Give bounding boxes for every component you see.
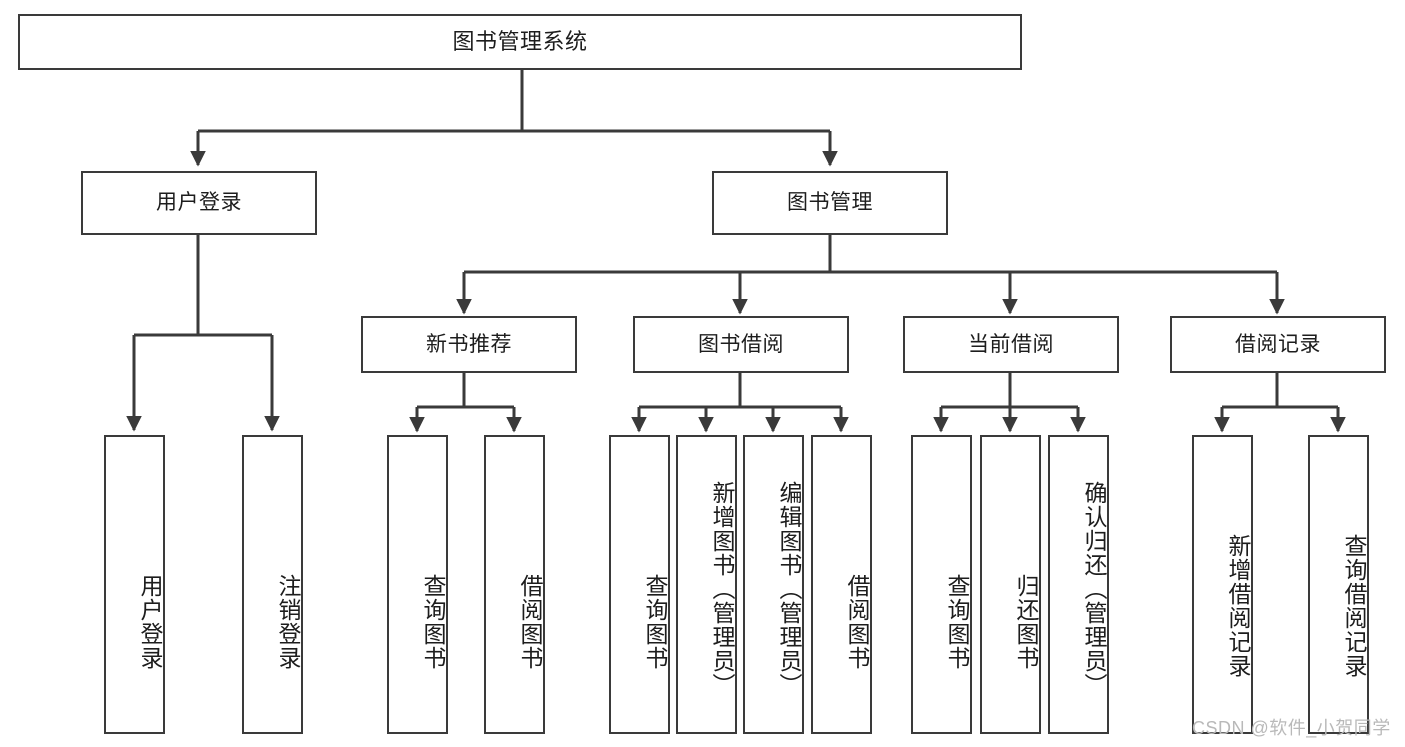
node-label: 新增图书（管理员） — [709, 480, 735, 697]
node-label: 用户登录 — [156, 191, 242, 215]
node-label: 注销登录 — [275, 574, 301, 670]
node-label: 图书管理系统 — [452, 28, 588, 54]
node-label: 查询图书 — [642, 574, 668, 670]
leaf-new-book-borrow-book[interactable]: 借阅图书 — [484, 435, 545, 734]
node-label: 当前借阅 — [968, 332, 1054, 356]
node-current-borrow[interactable]: 当前借阅 — [903, 316, 1119, 373]
node-label: 新书推荐 — [426, 332, 512, 356]
node-label: 编辑图书（管理员） — [776, 480, 802, 697]
node-label: 借阅图书 — [844, 574, 870, 670]
leaf-borrow-record-add-record[interactable]: 新增借阅记录 — [1192, 435, 1253, 734]
node-label: 查询图书 — [944, 574, 970, 670]
leaf-book-borrow-edit-book-admin[interactable]: 编辑图书（管理员） — [743, 435, 804, 734]
leaf-current-borrow-confirm-return-admin[interactable]: 确认归还（管理员） — [1048, 435, 1109, 734]
node-label: 查询图书 — [420, 574, 446, 670]
node-label: 图书借阅 — [698, 332, 784, 356]
node-book-management[interactable]: 图书管理 — [712, 171, 948, 235]
node-new-book-recommend[interactable]: 新书推荐 — [361, 316, 577, 373]
node-label: 用户登录 — [137, 574, 163, 670]
node-label: 归还图书 — [1013, 574, 1039, 670]
watermark-text: CSDN @软件_小贺同学 — [1192, 718, 1391, 738]
node-borrow-record[interactable]: 借阅记录 — [1170, 316, 1386, 373]
leaf-book-borrow-add-book-admin[interactable]: 新增图书（管理员） — [676, 435, 737, 734]
leaf-current-borrow-return-book[interactable]: 归还图书 — [980, 435, 1041, 734]
node-label: 确认归还（管理员） — [1081, 480, 1107, 697]
leaf-book-borrow-query-book[interactable]: 查询图书 — [609, 435, 670, 734]
leaf-new-book-query-book[interactable]: 查询图书 — [387, 435, 448, 734]
leaf-user-login-login[interactable]: 用户登录 — [104, 435, 165, 734]
node-book-borrow[interactable]: 图书借阅 — [633, 316, 849, 373]
leaf-current-borrow-query-book[interactable]: 查询图书 — [911, 435, 972, 734]
node-root-book-management-system[interactable]: 图书管理系统 — [18, 14, 1022, 70]
node-label: 新增借阅记录 — [1225, 533, 1251, 678]
node-label: 查询借阅记录 — [1341, 533, 1367, 678]
leaf-user-login-logout[interactable]: 注销登录 — [242, 435, 303, 734]
node-user-login[interactable]: 用户登录 — [81, 171, 317, 235]
node-label: 图书管理 — [787, 191, 873, 215]
node-label: 借阅图书 — [517, 574, 543, 670]
leaf-book-borrow-borrow-book[interactable]: 借阅图书 — [811, 435, 872, 734]
leaf-borrow-record-query-record[interactable]: 查询借阅记录 — [1308, 435, 1369, 734]
node-label: 借阅记录 — [1235, 332, 1321, 356]
csdn-watermark: CSDN @软件_小贺同学 — [1192, 714, 1391, 740]
